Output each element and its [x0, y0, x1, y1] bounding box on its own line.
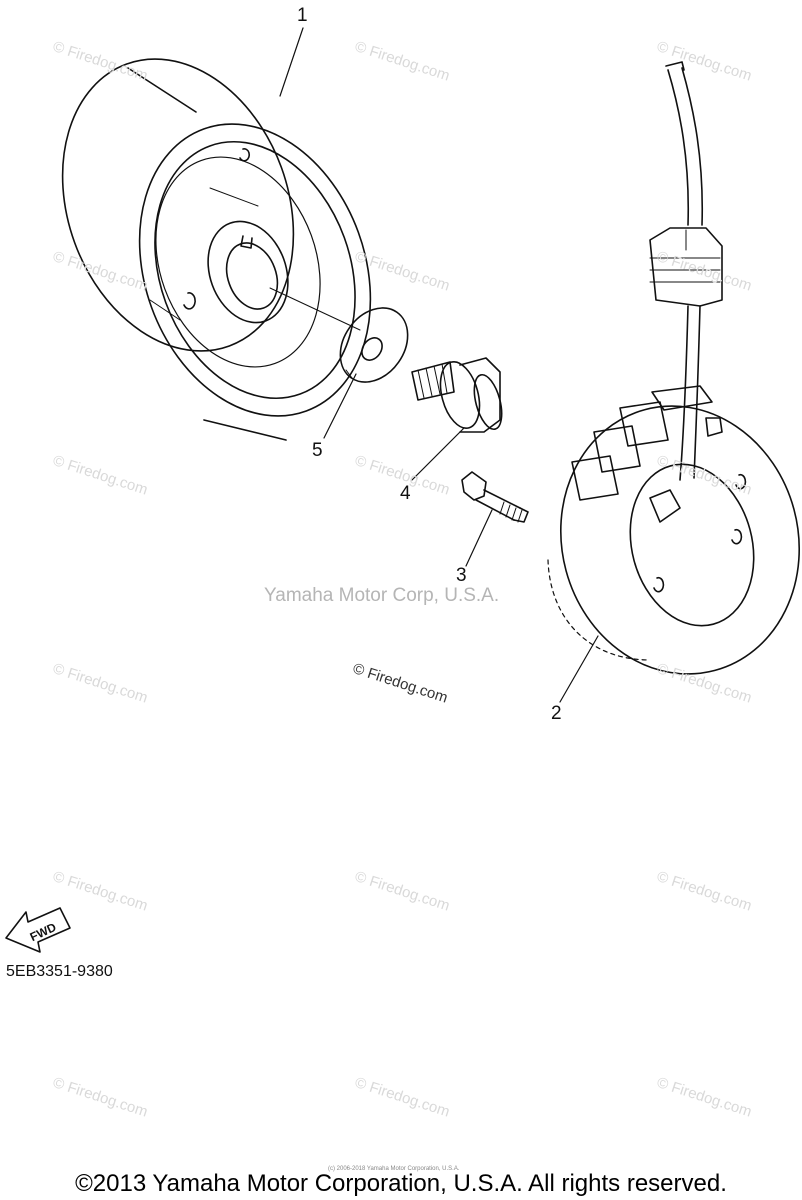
part-number-3: 3 — [456, 565, 467, 586]
corp-watermark: Yamaha Motor Corp, U.S.A. — [264, 585, 500, 606]
flywheel-rotor — [61, 58, 372, 441]
flange-bolt — [411, 357, 503, 433]
bolt — [461, 471, 529, 523]
part-number-2: 2 — [551, 703, 562, 724]
stator-assembly — [547, 61, 801, 675]
fwd-arrow — [5, 907, 71, 953]
washer — [339, 307, 409, 383]
diagram-code: 5EB3351-9380 — [6, 963, 113, 980]
footer-copyright: ©2013 Yamaha Motor Corporation, U.S.A. A… — [75, 1170, 727, 1197]
tiny-copyright-note: (c) 2006-2018 Yamaha Motor Corporation, … — [328, 1166, 460, 1172]
part-number-1: 1 — [297, 5, 308, 26]
part-number-4: 4 — [400, 483, 411, 504]
part-number-5: 5 — [312, 440, 323, 461]
leader-lines — [279, 27, 599, 703]
